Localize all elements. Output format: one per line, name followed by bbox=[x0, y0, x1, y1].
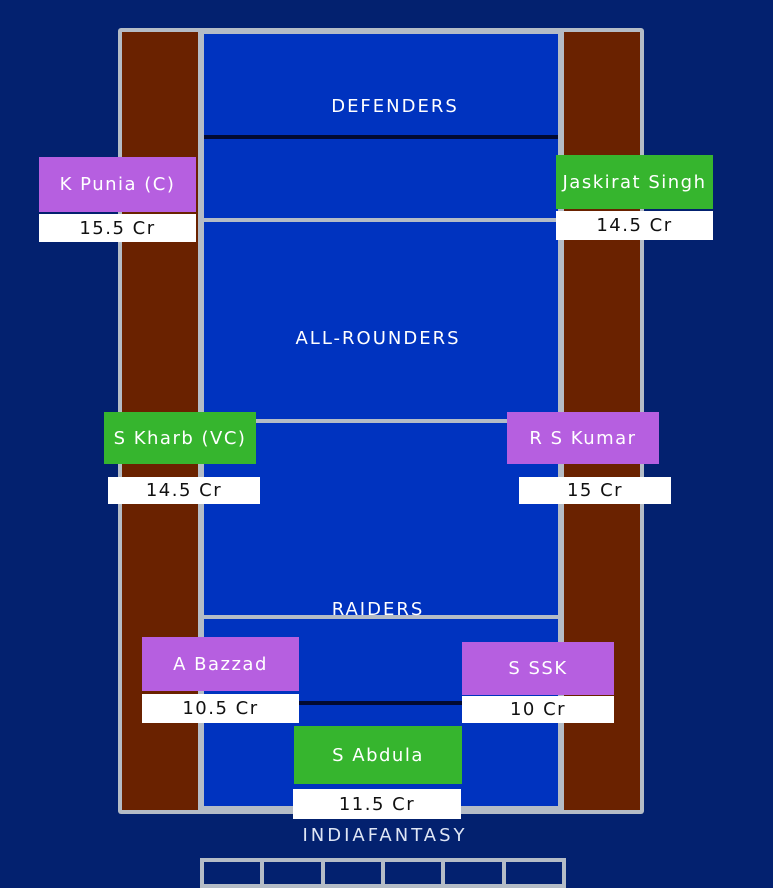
brand-label: INDIAFANTASY bbox=[302, 825, 468, 846]
court-line bbox=[204, 615, 558, 619]
court-line bbox=[204, 701, 558, 705]
player-card-name[interactable]: A Bazzad bbox=[142, 637, 299, 691]
court-line bbox=[204, 419, 558, 423]
player-card-price: 14.5 Cr bbox=[108, 477, 260, 504]
grid-cell bbox=[385, 862, 446, 884]
player-card-price: 10.5 Cr bbox=[142, 694, 299, 723]
grid-cell bbox=[264, 862, 325, 884]
grid-cell bbox=[506, 862, 562, 884]
court-line bbox=[204, 218, 558, 222]
grid-cell bbox=[325, 862, 385, 884]
player-card-name[interactable]: Jaskirat Singh bbox=[556, 155, 713, 209]
section-raiders: RAIDERS bbox=[331, 599, 425, 620]
section-allrounders: ALL-ROUNDERS bbox=[295, 328, 461, 349]
player-card-name[interactable]: K Punia (C) bbox=[39, 157, 196, 212]
player-card-price: 11.5 Cr bbox=[293, 789, 461, 819]
section-defenders: DEFENDERS bbox=[331, 96, 459, 117]
bottom-grid bbox=[200, 858, 566, 888]
player-card-price: 10 Cr bbox=[462, 696, 614, 723]
player-card-price: 15 Cr bbox=[519, 477, 671, 504]
court-line bbox=[204, 135, 558, 139]
player-card-name[interactable]: S Kharb (VC) bbox=[104, 412, 256, 464]
grid-cell bbox=[445, 862, 506, 884]
player-card-price: 14.5 Cr bbox=[556, 211, 713, 240]
player-card-price: 15.5 Cr bbox=[39, 214, 196, 242]
player-card-name[interactable]: S Abdula bbox=[294, 726, 462, 784]
grid-cell bbox=[204, 862, 265, 884]
player-card-name[interactable]: R S Kumar bbox=[507, 412, 659, 464]
player-card-name[interactable]: S SSK bbox=[462, 642, 614, 695]
